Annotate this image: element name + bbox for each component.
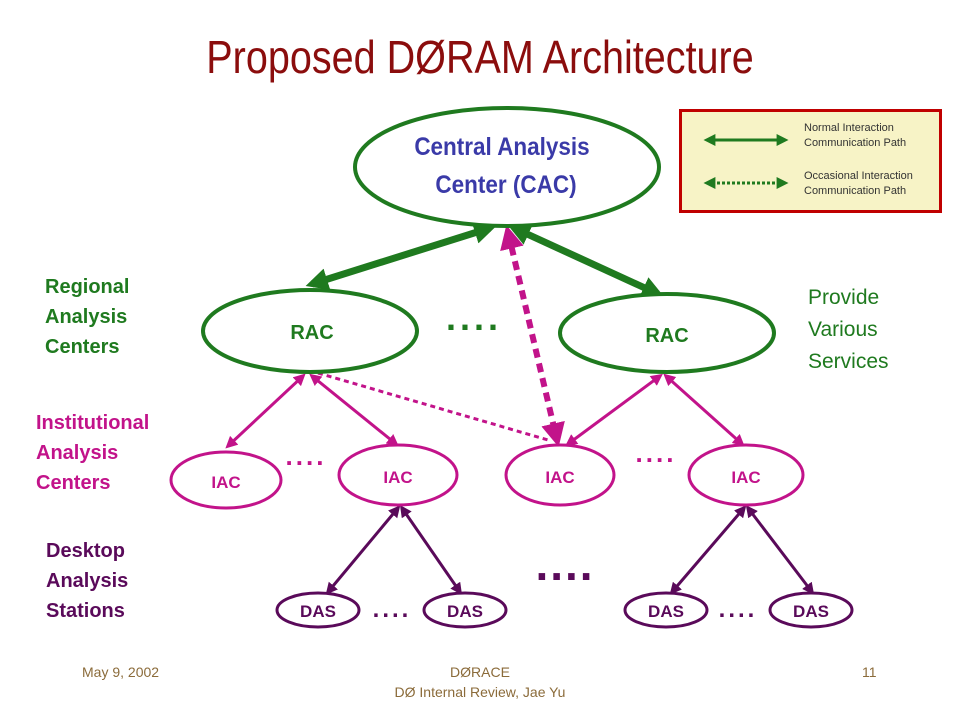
provide-services-label: Provide Various Services <box>808 286 889 373</box>
das-node-1: DAS <box>275 591 361 629</box>
ellipsis-iac-left: .... <box>286 441 327 471</box>
iac-node-1: IAC <box>169 450 283 510</box>
iac-label-1: IAC <box>211 473 240 492</box>
rac-node-left: RAC <box>201 288 419 374</box>
legend-occasional-label: Occasional Interaction Communication Pat… <box>804 170 913 197</box>
rac-node-right: RAC <box>558 292 776 374</box>
cac-label-line1: Central Analysis <box>414 133 589 161</box>
das-label-2: DAS <box>447 602 483 621</box>
cac-rac-left-arrow <box>305 222 497 290</box>
legend-lines <box>703 134 789 189</box>
regional-analysis-label: Regional Analysis Centers <box>45 276 130 358</box>
institutional-analysis-label: Institutional Analysis Centers <box>36 412 150 494</box>
cac-iac-occasional-arrow <box>500 224 565 448</box>
ellipsis-das-right: .... <box>719 596 758 623</box>
iac4-das4-arrow <box>745 505 815 595</box>
rac1-iac2-arrow <box>309 373 399 447</box>
ellipsis-rac: .... <box>446 297 502 338</box>
ellipsis-iac-right: .... <box>636 438 677 468</box>
das-node-4: DAS <box>768 591 854 629</box>
das-node-2: DAS <box>422 591 508 629</box>
iac2-das1-arrow <box>325 505 401 595</box>
iac-label-3: IAC <box>545 468 574 487</box>
legend-box: Normal Interaction Communication Path Oc… <box>679 109 942 213</box>
ellipsis-das-center: .... <box>535 538 594 590</box>
footer-date: May 9, 2002 <box>82 664 160 680</box>
rac2-iac3-arrow <box>565 373 663 447</box>
iac4-das3-arrow <box>669 505 747 595</box>
footer-page-number: 11 <box>862 664 877 680</box>
das-label-1: DAS <box>300 602 336 621</box>
rac-label-left: RAC <box>290 322 333 344</box>
iac-label-4: IAC <box>731 468 760 487</box>
iac-node-2: IAC <box>337 443 459 507</box>
iac-label-2: IAC <box>383 468 412 487</box>
das-label-4: DAS <box>793 602 829 621</box>
cac-label-line2: Center (CAC) <box>435 171 576 199</box>
iac-node-3: IAC <box>504 443 616 507</box>
slide-title: Proposed DØRAM Architecture <box>206 31 754 83</box>
footer-event: DØRACE <box>450 664 510 680</box>
desktop-analysis-label: Desktop Analysis Stations <box>46 540 129 622</box>
legend-normal-label: Normal Interaction Communication Path <box>804 122 907 149</box>
rac1-iac1-arrow <box>225 373 306 449</box>
das-node-3: DAS <box>623 591 709 629</box>
cac-rac-right-arrow <box>507 224 665 298</box>
footer-subtitle: DØ Internal Review, Jae Yu <box>394 684 566 700</box>
cac-node: Central Analysis Center (CAC) <box>353 106 661 228</box>
das-label-3: DAS <box>648 602 684 621</box>
rac-label-right: RAC <box>645 325 688 347</box>
iac-node-4: IAC <box>687 443 805 507</box>
iac2-das2-arrow <box>399 505 463 595</box>
ellipsis-das-left: .... <box>373 596 412 623</box>
rac-iac-occasional-link <box>317 371 549 442</box>
rac2-iac4-arrow <box>663 373 745 447</box>
